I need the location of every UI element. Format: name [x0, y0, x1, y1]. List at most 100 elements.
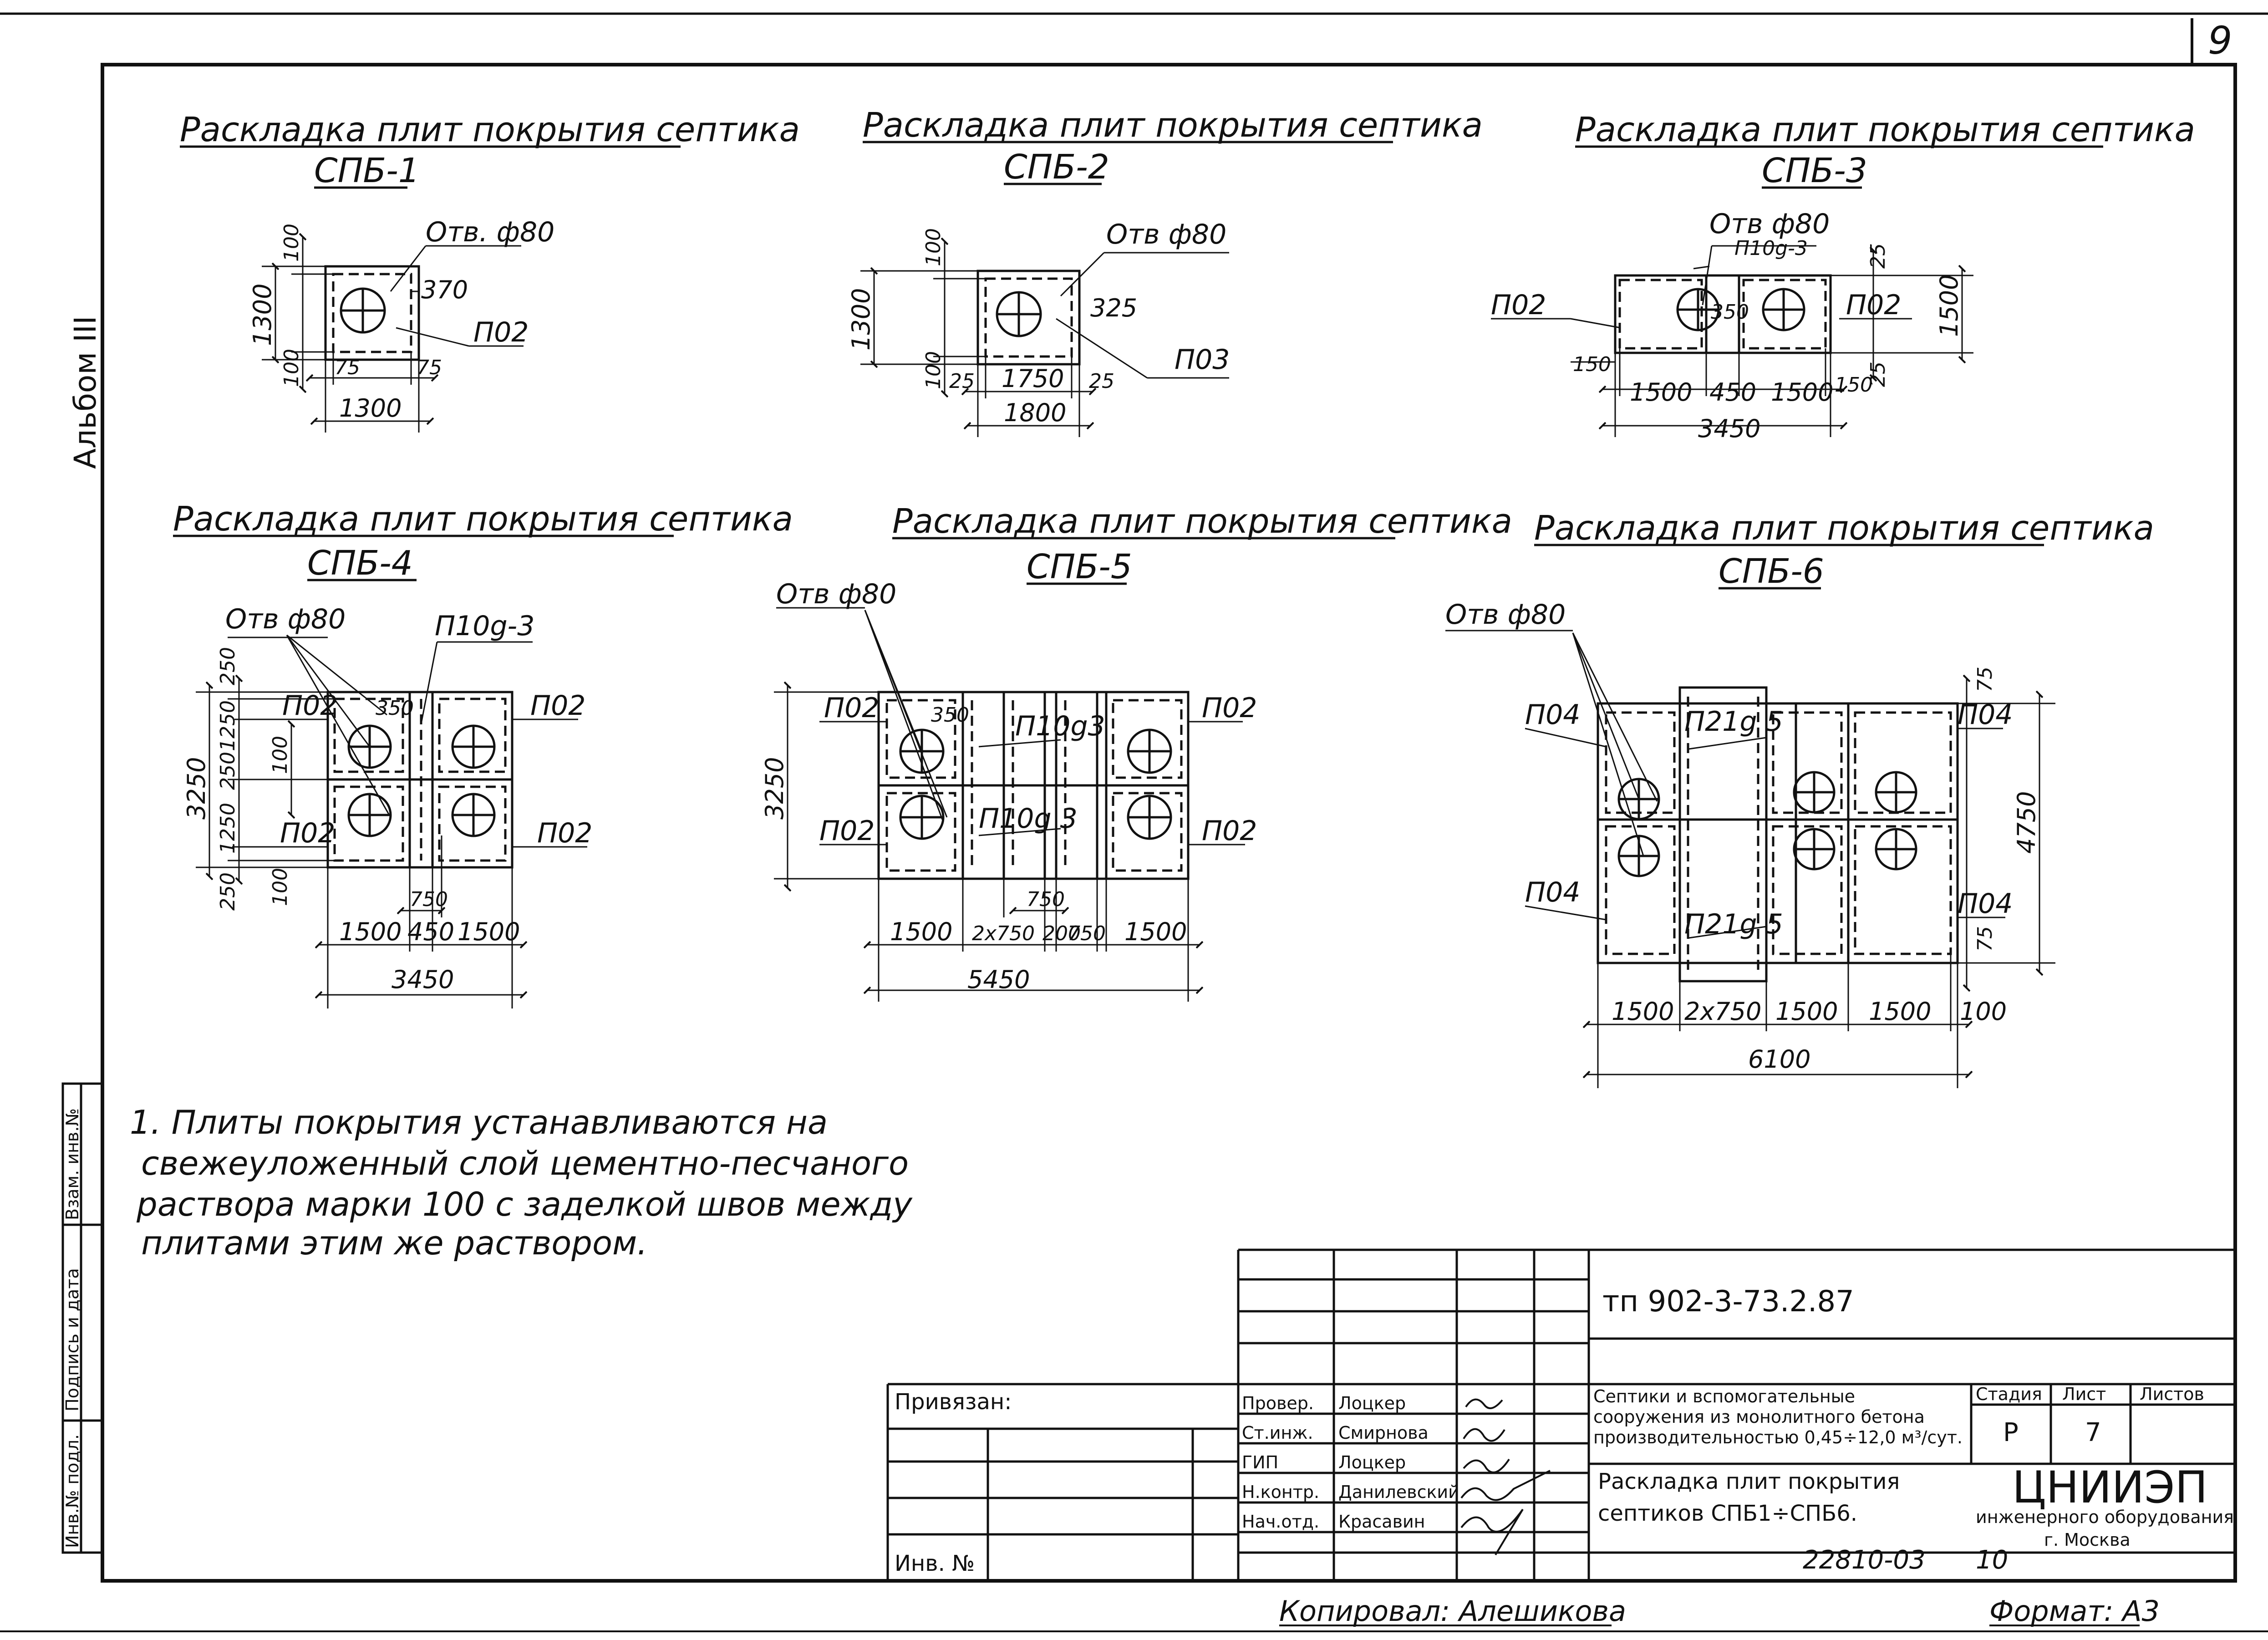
inv-number-label: Инв. № — [895, 1551, 975, 1576]
role-nach-otd: Нач.отд. — [1242, 1512, 1319, 1532]
spb6-dim-4750: 4750 — [2012, 791, 2041, 854]
spb1-hole-label: Отв. ф80 — [426, 216, 554, 248]
sheet-title-line-2: септиков СПБ1÷СПБ6. — [1598, 1501, 1857, 1526]
spb6-p04-br: П04 — [1958, 888, 2013, 920]
subtitle-spb5: СПБ-5 — [1027, 547, 1132, 586]
spb4-p02-br: П02 — [537, 817, 592, 849]
note-line-2: свежеуложенный слой цементно-песчаного — [141, 1144, 909, 1182]
spb6-p21-bot: П21g 5 — [1684, 908, 1783, 940]
spb5-dim-1500a: 1500 — [890, 917, 952, 946]
spb3-dim-150b: 150 — [1835, 373, 1873, 397]
spb5-dim-2x750: 2x750 — [972, 922, 1035, 945]
spb1-dim-bot-100: 100 — [280, 349, 303, 387]
spb2-dim-1300-v: 1300 — [847, 288, 875, 351]
spb3-dim-1500-v: 1500 — [1935, 275, 1963, 337]
title-spb2: Раскладка плит покрытия септика — [863, 106, 1483, 145]
spb6-dim-75-top: 75 — [1973, 667, 1997, 692]
dimensions-spb5 — [774, 607, 1245, 1002]
dimensions-spb2 — [860, 241, 1229, 437]
spb5-350: 350 — [931, 703, 969, 727]
subtitle-spb2: СПБ-2 — [1004, 148, 1109, 187]
side-stamp-sign: Подпись и дата — [62, 1268, 82, 1411]
note-line-4: плитами этим же раствором. — [141, 1224, 647, 1262]
spb4-dim-3450: 3450 — [392, 965, 454, 994]
spb5-dim-5450: 5450 — [967, 965, 1030, 994]
spb2-dim-1800: 1800 — [1004, 398, 1066, 427]
spb1-dim-75b: 75 — [417, 356, 442, 379]
description-line-1: Септики и вспомогательные — [1593, 1386, 1855, 1406]
album-label: Альбом III — [68, 316, 103, 469]
spb3-dim-25-bot: 25 — [1866, 362, 1890, 387]
spb2-dim-bot-100: 100 — [922, 351, 945, 389]
spb5-dim-3250: 3250 — [760, 757, 789, 820]
spb6-p04-tl: П04 — [1525, 699, 1580, 731]
name-2: Смирнова — [1338, 1423, 1429, 1443]
drawing-titles: Раскладка плит покрытия септика СПБ-1 Ра… — [173, 106, 2195, 591]
spb4-p02-tl: П02 — [282, 690, 337, 722]
spb3-hole-label: Отв ф80 — [1709, 208, 1830, 240]
layout-spb5: Отв ф80 П02 350 П10g3 П02 П02 П10g 3 П02… — [760, 578, 1257, 1002]
spb5-p10-top: П10g3 — [1015, 710, 1105, 742]
spb4-p02-bl: П02 — [280, 817, 335, 849]
subtitle-spb1: СПБ-1 — [314, 151, 420, 190]
notes: 1. Плиты покрытия устанавливаются на све… — [130, 1103, 913, 1262]
spb3-dim-450: 450 — [1709, 378, 1756, 407]
plates-spb3 — [1614, 274, 1832, 354]
spb6-dim-2x750: 2x750 — [1684, 997, 1761, 1026]
name-1: Лоцкер — [1338, 1393, 1406, 1413]
spb6-p04-bl: П04 — [1525, 876, 1580, 908]
spb6-p04-tr: П04 — [1958, 699, 2013, 731]
spb6-dim-1500c: 1500 — [1869, 997, 1931, 1026]
note-line-1: 1. Плиты покрытия устанавливаются на — [130, 1103, 828, 1141]
title-spb5: Раскладка плит покрытия септика — [892, 502, 1512, 541]
spb5-dim-200: 200 — [1042, 922, 1081, 945]
spb6-hole-label: Отв ф80 — [1445, 599, 1566, 631]
spb4-dim-250a: 250 — [216, 647, 239, 685]
title-block-grid — [886, 1248, 2235, 1581]
name-5: Красавин — [1338, 1512, 1425, 1532]
subtitle-spb6: СПБ-6 — [1719, 552, 1824, 591]
name-4: Данилевский — [1338, 1482, 1459, 1502]
spb4-dim-1250b: 1250 — [216, 803, 239, 854]
org-name: ЦНИИЭП — [2012, 1462, 2208, 1513]
project-code: тп 902-3-73.2.87 — [1602, 1285, 1854, 1319]
side-stamp-inv: Инв.№ подл. — [62, 1434, 82, 1548]
spb5-dim-750: 750 — [1027, 888, 1065, 911]
spb4-hole-label: Отв ф80 — [225, 603, 346, 635]
spb5-p02-tr: П02 — [1202, 692, 1257, 724]
spb2-plate-label: П03 — [1175, 344, 1230, 376]
spb4-dim-100a: 100 — [269, 736, 292, 774]
plates-spb2 — [976, 270, 1081, 366]
sheet-frame — [0, 12, 2268, 1632]
spb4-dim-3250: 3250 — [182, 757, 211, 820]
spb5-p02-bl: П02 — [819, 815, 875, 847]
privyazan-label: Привязан: — [895, 1389, 1012, 1415]
spb5-p10-bot: П10g 3 — [979, 803, 1078, 835]
spb2-325: 325 — [1090, 294, 1137, 322]
spb1-dim-1300-v: 1300 — [248, 284, 277, 346]
stage-label: Стадия — [1976, 1384, 2042, 1404]
spb1-dim-1300-h: 1300 — [339, 394, 402, 423]
spb3-dim-150a: 150 — [1573, 353, 1611, 376]
subtitle-spb3: СПБ-3 — [1762, 151, 1867, 190]
dimensions-spb6 — [1445, 630, 2055, 1088]
spb4-p02-tr: П02 — [530, 690, 585, 722]
title-block: тп 902-3-73.2.87 Привязан: Инв. № Провер… — [886, 1248, 2235, 1581]
spb4-dim-450: 450 — [407, 917, 454, 946]
drawing-sheet-number: 10 — [1976, 1545, 2008, 1575]
spb4-p10-label: П10g-3 — [435, 610, 534, 642]
plates-spb5 — [877, 691, 1190, 880]
layout-spb4: Отв ф80 П10g-3 П02 350 П02 П02 П02 250 1… — [182, 603, 592, 1008]
description-line-2: сооружения из монолитного бетона — [1593, 1407, 1925, 1427]
spb6-dim-1500a: 1500 — [1612, 997, 1674, 1026]
title-spb3: Раскладка плит покрытия септика — [1575, 110, 2195, 149]
spb4-dim-1500b: 1500 — [458, 917, 520, 946]
title-spb4: Раскладка плит покрытия септика — [173, 499, 793, 539]
layout-spb3: Отв ф80 П10g-3 П02 350 П02 25 1500 25 15… — [1491, 208, 1973, 443]
title-spb1: Раскладка плит покрытия септика — [180, 110, 800, 149]
spb4-dim-250c: 250 — [216, 872, 239, 911]
dimensions-spb4 — [196, 634, 587, 1008]
role-gip: ГИП — [1242, 1452, 1278, 1472]
spb2-hole-label: Отв ф80 — [1106, 219, 1226, 250]
spb5-hole-label: Отв ф80 — [776, 578, 896, 610]
